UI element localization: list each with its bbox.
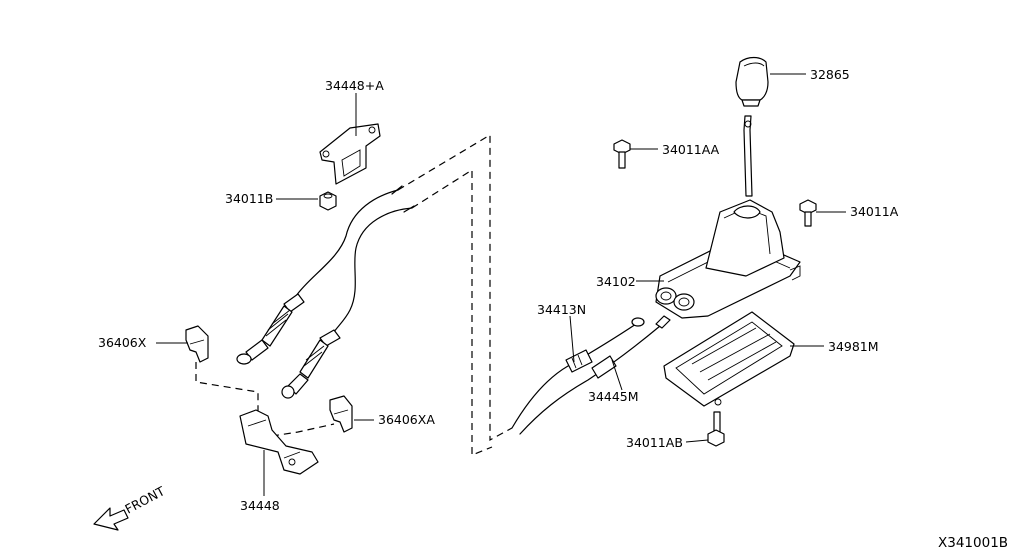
callout-34011ab: 34011AB <box>626 435 683 450</box>
shifter-assembly-34102 <box>655 115 801 319</box>
cover-34981m <box>663 311 795 407</box>
routing-dashed-lines <box>195 133 513 456</box>
bolt-34011a <box>799 199 817 227</box>
callout-labels: 34448+A 34011B 36406X 36406XA 34448 3441… <box>98 67 899 513</box>
callout-34445m: 34445M <box>588 389 639 404</box>
callout-34011b: 34011B <box>225 191 273 206</box>
cable-boot-34445m <box>591 355 617 379</box>
clip-36406x <box>185 325 209 363</box>
callout-36406x: 36406X <box>98 335 147 350</box>
bolt-34011b <box>319 191 337 211</box>
callout-34011aa: 34011AA <box>662 142 720 157</box>
bracket-34448 <box>239 409 319 475</box>
front-label: FRONT <box>122 483 167 516</box>
callout-34448a: 34448+A <box>325 78 384 93</box>
diagram-reference: X341001B <box>938 535 1008 551</box>
leader-lines <box>156 73 846 496</box>
bolt-34011aa <box>613 139 631 169</box>
cable-boot-34413n <box>565 349 593 373</box>
callout-34102: 34102 <box>596 274 636 289</box>
shift-knob-32865 <box>735 56 769 107</box>
transmission-cables <box>511 315 671 435</box>
cable-adjuster-lower <box>281 329 341 399</box>
bracket-34448a <box>319 123 381 185</box>
shift-cables <box>236 185 415 399</box>
callout-32865: 32865 <box>810 67 850 82</box>
cable-adjuster-upper <box>236 293 305 365</box>
bolt-34011ab <box>707 411 725 447</box>
front-indicator: FRONT <box>93 483 167 531</box>
callout-34413n: 34413N <box>537 302 586 317</box>
callout-34011a: 34011A <box>850 204 899 219</box>
clip-36406xa <box>329 395 353 433</box>
callout-36406xa: 36406XA <box>378 412 435 427</box>
callout-34981m: 34981M <box>828 339 879 354</box>
callout-34448: 34448 <box>240 498 280 513</box>
front-arrow-icon <box>93 507 129 531</box>
